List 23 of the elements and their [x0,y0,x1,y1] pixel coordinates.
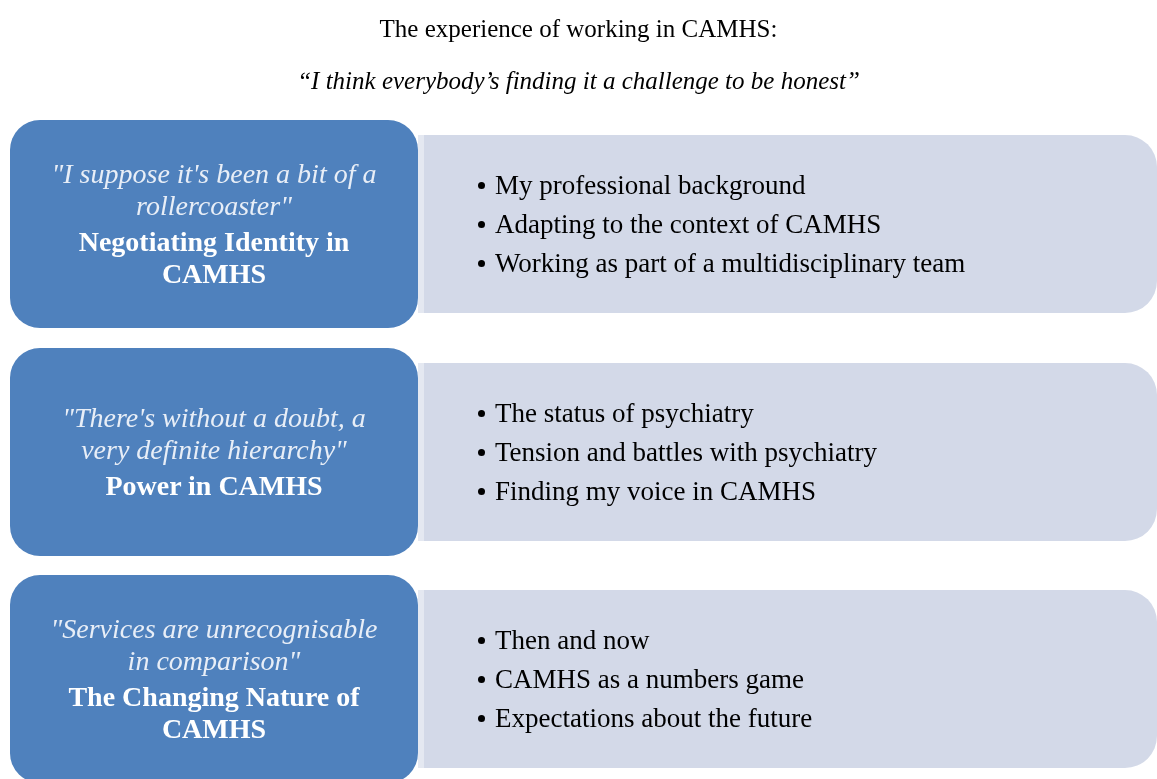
subtheme-text: Tension and battles with psychiatry [495,435,878,469]
theme-box [10,575,418,779]
subtheme-text: Adapting to the context of CAMHS [495,207,882,241]
subtheme-text: Finding my voice in CAMHS [495,474,817,508]
subtheme-panel [418,135,1157,313]
quote-text: "I suppose it's been a bit of a rollercoaster" [50,158,378,222]
subtheme-text: Expectations about the future [495,701,813,735]
title: The experience of working in CAMHS: [379,14,778,44]
subtheme-text: The status of psychiatry [495,396,754,430]
theme-heading: Negotiating Identity in CAMHS [77,226,351,290]
subtheme-text: My professional background [495,168,806,202]
caption-quote: “I think everybody’s finding it a challenge to be honest” [297,66,860,96]
theme-heading: Power in CAMHS [105,470,323,502]
subtheme-panel [418,590,1157,768]
theme-box [10,348,418,556]
quote-text: "There's without a doubt, a very definite hierarchy" [61,402,367,466]
quote-text: "Services are unrecognisable in comparison" [49,613,379,677]
theme-box [10,120,418,328]
subtheme-text: Then and now [495,623,650,657]
subtheme-panel [418,363,1157,541]
subtheme-text: CAMHS as a numbers game [495,662,804,696]
subtheme-text: Working as part of a multidisciplinary team [495,246,966,280]
theme-heading: The Changing Nature of CAMHS [67,681,361,745]
